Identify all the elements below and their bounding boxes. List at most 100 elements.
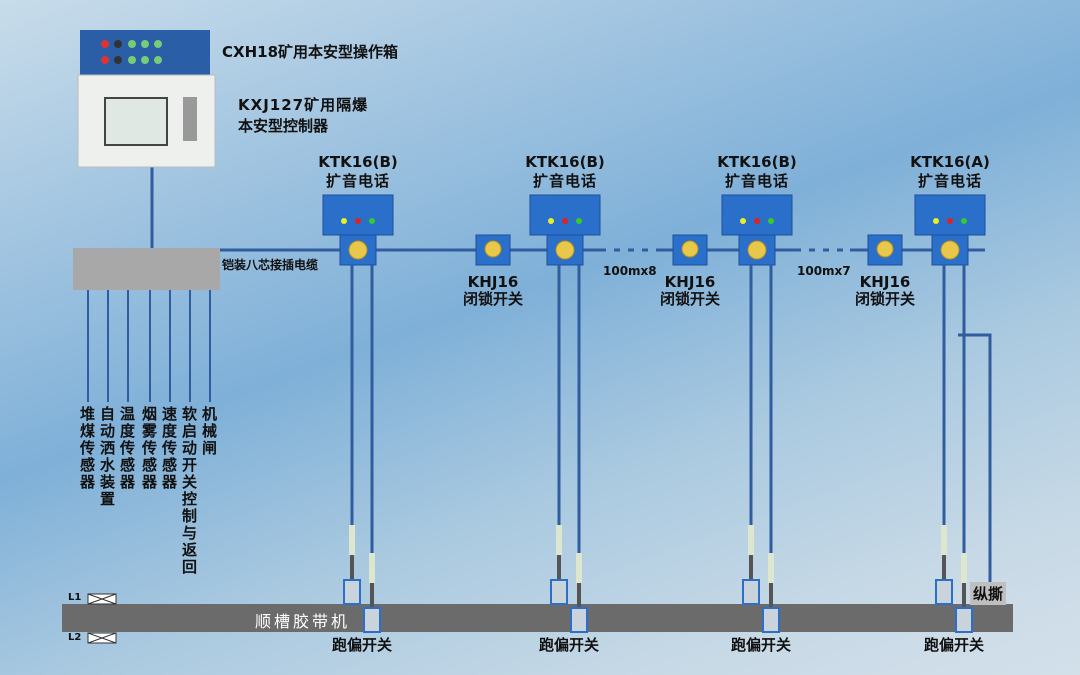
sensor-pole <box>350 555 354 580</box>
phone-model: KTK16(A) <box>910 153 990 171</box>
deviation-switch <box>742 579 760 605</box>
l2-label: L2 <box>68 632 82 643</box>
button-icon <box>128 56 136 64</box>
deviation-switch <box>570 607 588 633</box>
led-icon <box>947 218 953 224</box>
phone-model: KTK16(B) <box>318 153 398 171</box>
l1-roller-x <box>87 593 117 605</box>
lock-switch-knob <box>484 240 502 258</box>
l1-label: L1 <box>68 592 82 603</box>
led-icon <box>768 218 774 224</box>
sensor-pole <box>941 525 947 555</box>
button-icon <box>101 56 109 64</box>
sensor-pole <box>748 525 754 555</box>
phone-body <box>721 194 793 236</box>
sensor-pole <box>370 583 374 608</box>
belt <box>62 604 1013 632</box>
deviation-switch <box>955 607 973 633</box>
deviation-switch <box>363 607 381 633</box>
tear-cable <box>958 333 992 582</box>
lock-switch-model: KHJ16 <box>467 273 519 291</box>
sensor-pole <box>369 553 375 583</box>
led-icon <box>341 218 347 224</box>
sensor-label: 温度传感器 <box>120 405 136 491</box>
deviation-switch-label: 跑偏开关 <box>331 636 393 654</box>
button-icon <box>154 40 162 48</box>
led-icon <box>740 218 746 224</box>
lock-switch-model: KHJ16 <box>664 273 716 291</box>
lock-switch-knob <box>876 240 894 258</box>
led-icon <box>933 218 939 224</box>
l2-roller-x <box>87 632 117 644</box>
led-icon <box>754 218 760 224</box>
speaker-icon <box>555 240 575 260</box>
speaker-icon <box>940 240 960 260</box>
button-icon <box>114 56 122 64</box>
led-icon <box>562 218 568 224</box>
sensor-pole <box>962 583 966 608</box>
sensor-pole <box>556 525 562 555</box>
lock-switch-knob <box>681 240 699 258</box>
cable-label: 铠装八芯接插电缆 <box>222 258 319 272</box>
deviation-switch-label: 跑偏开关 <box>730 636 792 654</box>
led-icon <box>369 218 375 224</box>
sensor-label: 堆煤传感器 <box>80 405 96 491</box>
phone-model: KTK16(B) <box>717 153 797 171</box>
phone-name: 扩音电话 <box>724 172 790 190</box>
phone-body <box>322 194 394 236</box>
deviation-switch <box>762 607 780 633</box>
tear-sensor-label: 纵撕 <box>970 582 1007 605</box>
button-icon <box>141 56 149 64</box>
operation-box-label: CXH18矿用本安型操作箱 <box>222 43 399 61</box>
sensor-pole <box>769 583 773 608</box>
speaker-icon <box>747 240 767 260</box>
span-label: 100mx7 <box>797 264 851 278</box>
button-icon <box>114 40 122 48</box>
sensor-label: 速度传感器 <box>162 405 178 491</box>
button-icon <box>141 40 149 48</box>
sensor-label: 烟雾传感器 <box>142 405 158 491</box>
span-label: 100mx8 <box>603 264 657 278</box>
speaker-icon <box>348 240 368 260</box>
sensor-pole <box>749 555 753 580</box>
deviation-switch-label: 跑偏开关 <box>923 636 985 654</box>
phone-model: KTK16(B) <box>525 153 605 171</box>
sensor-label: 机械闸 <box>202 405 218 457</box>
controller-screen <box>104 97 168 146</box>
sensor-pole <box>768 553 774 583</box>
sensor-label: 软启动开关控制与返回 <box>182 405 198 576</box>
controller-keypad <box>183 97 197 141</box>
phone-body <box>529 194 601 236</box>
phone-name: 扩音电话 <box>917 172 983 190</box>
lock-switch-name: 闭锁开关 <box>659 290 721 308</box>
junction-box <box>73 248 220 290</box>
sensor-pole <box>576 553 582 583</box>
phone-body <box>914 194 986 236</box>
lock-switch-name: 闭锁开关 <box>462 290 524 308</box>
sensor-pole <box>557 555 561 580</box>
led-icon <box>548 218 554 224</box>
deviation-switch <box>550 579 568 605</box>
button-icon <box>154 56 162 64</box>
operation-box <box>80 30 210 75</box>
deviation-switch <box>935 579 953 605</box>
sensor-label: 自动洒水装置 <box>100 405 116 508</box>
button-icon <box>101 40 109 48</box>
phone-name: 扩音电话 <box>532 172 598 190</box>
lock-switch-name: 闭锁开关 <box>854 290 916 308</box>
led-icon <box>355 218 361 224</box>
lock-switch-model: KHJ16 <box>859 273 911 291</box>
phone-name: 扩音电话 <box>325 172 391 190</box>
controller-label-1: KXJ127矿用隔爆 <box>238 96 369 114</box>
led-icon <box>576 218 582 224</box>
deviation-switch <box>343 579 361 605</box>
led-icon <box>961 218 967 224</box>
deviation-switch-label: 跑偏开关 <box>538 636 600 654</box>
controller-label-2: 本安型控制器 <box>238 117 329 135</box>
belt-label: 顺槽胶带机 <box>255 612 351 631</box>
sensor-pole <box>349 525 355 555</box>
sensor-pole <box>577 583 581 608</box>
sensor-pole <box>942 555 946 580</box>
button-icon <box>128 40 136 48</box>
